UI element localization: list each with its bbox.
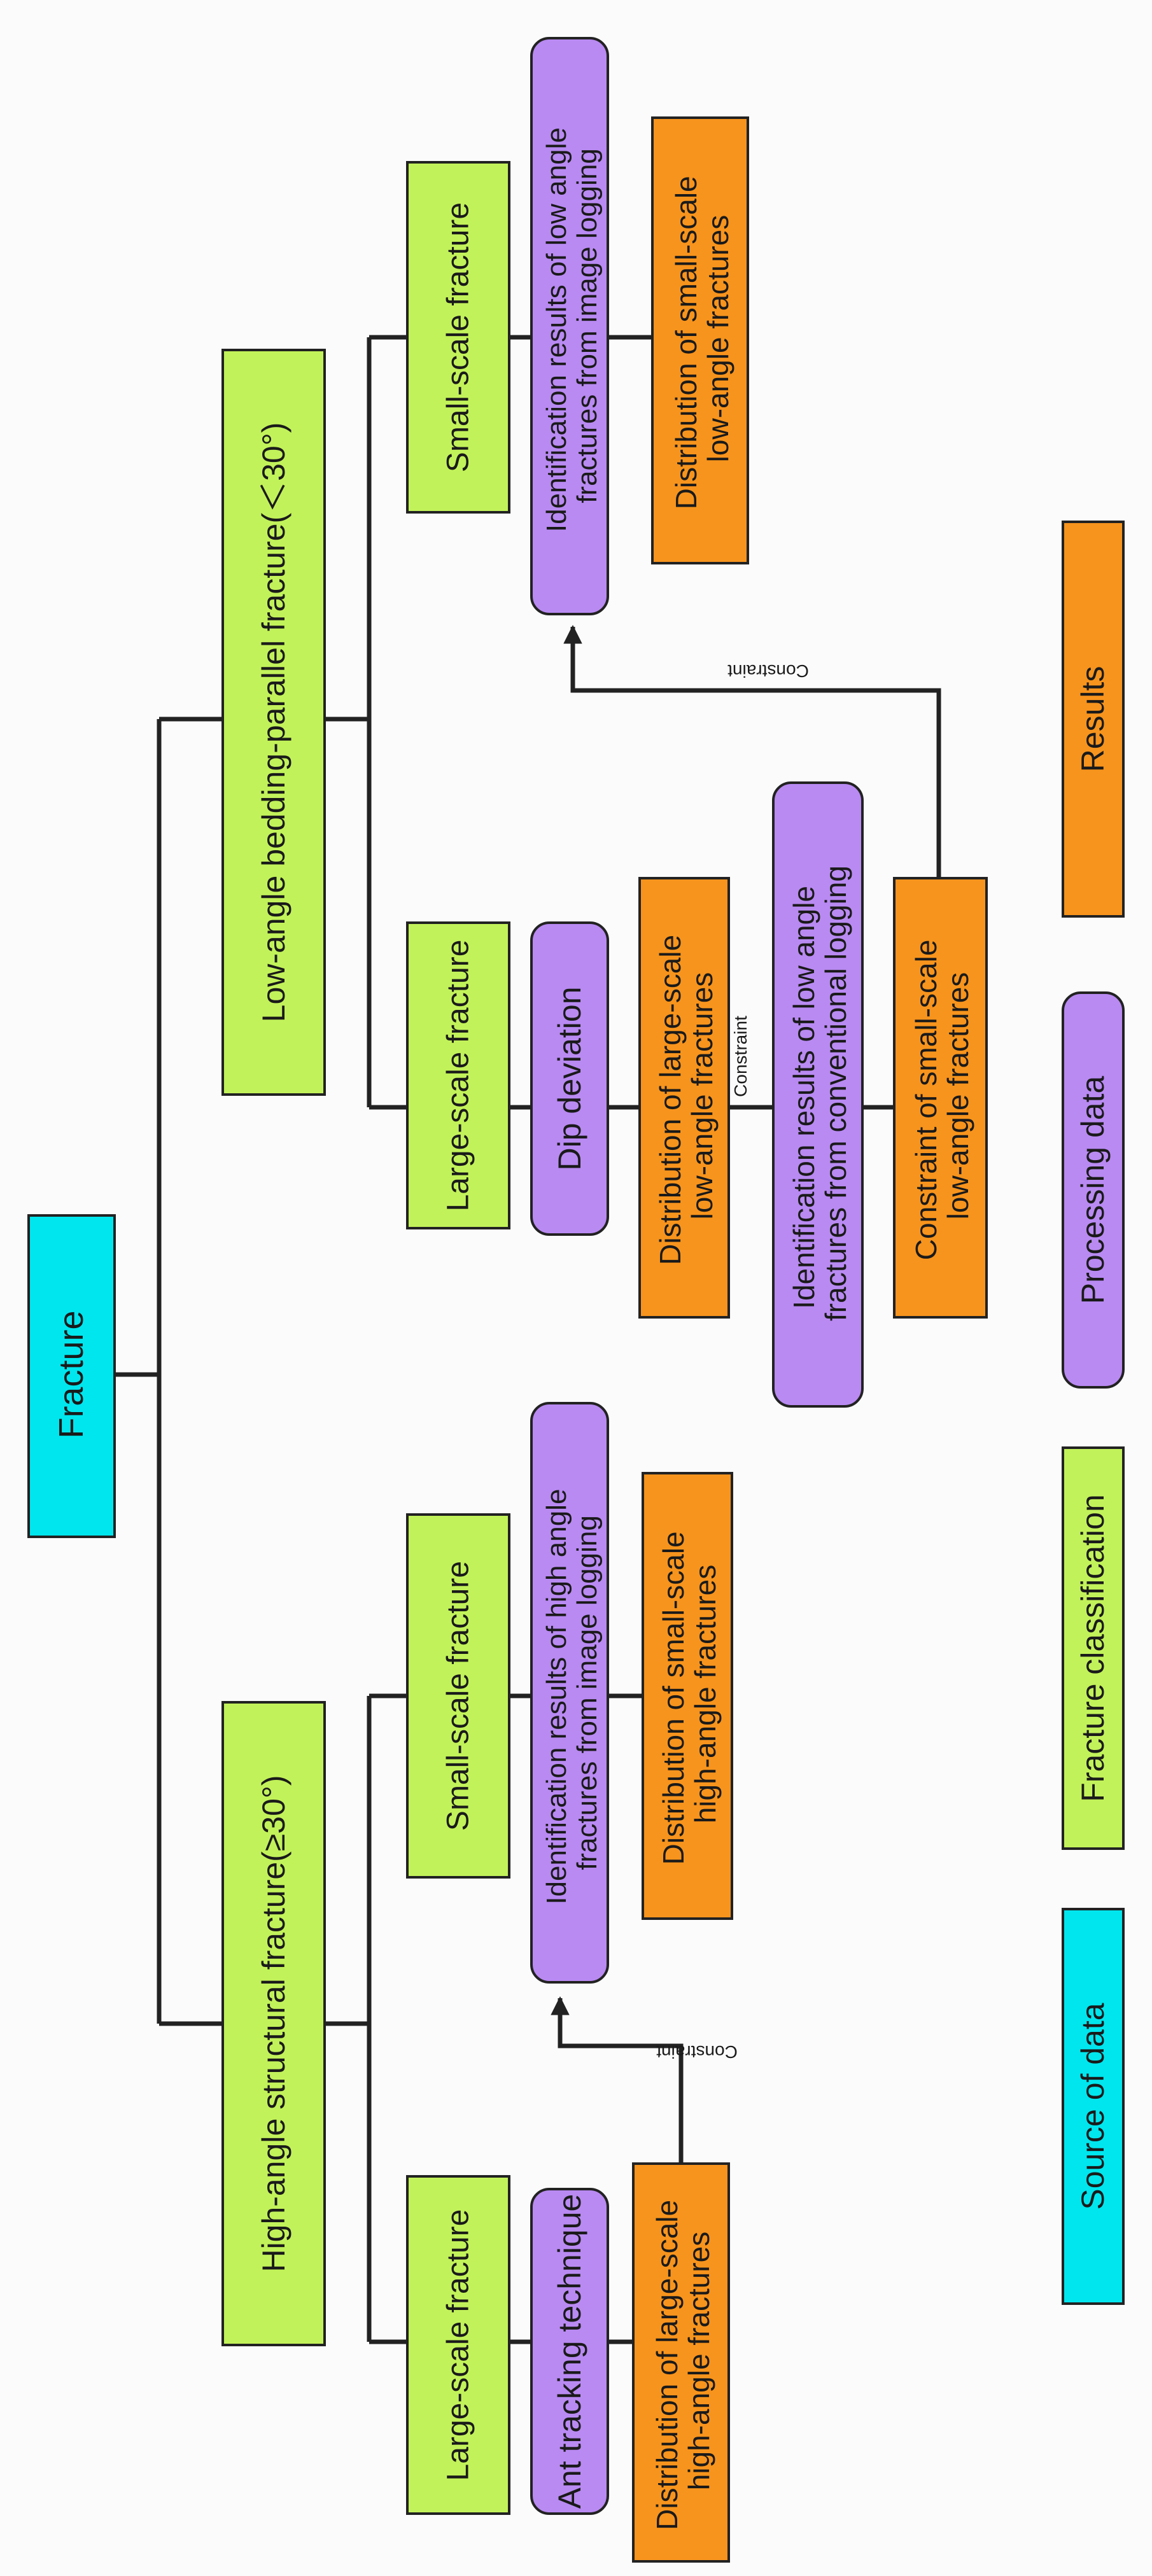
node-dip-deviation-box [530,921,609,1236]
node-low-small-label: Small-scale fracture [442,202,475,472]
low-constraint-label: Constraint [727,661,809,681]
node-high-ident-image-box [530,1402,609,1984]
node-high-dist-large-line1: Distribution of large-scale [650,2200,684,2530]
legend-classification-swatch [1062,1446,1125,1850]
node-high-dist-small-box [642,1472,733,1920]
node-low-ident-image-text: Identification results of low angle frac… [541,120,603,532]
low-mid-constraint-label: Constraint [731,1016,750,1097]
node-low-constraint-small: Constraint of small-scale low-angle frac… [893,877,988,1319]
node-root-label: Fracture [52,1310,90,1438]
node-low-constraint-small-box [893,877,988,1319]
low-constraint-arrow [563,625,941,878]
node-high-dist-large-text: Distribution of large-scale high-angle f… [650,2192,715,2530]
node-root-box [27,1214,116,1538]
node-low-large: Large-scale fracture [406,921,510,1229]
node-high-large-box [406,2175,510,2515]
legend-processing-label: Processing data [1075,1076,1111,1305]
node-high-dist-large: Distribution of large-scale high-angle f… [632,2162,730,2563]
node-low-ident-image-line1: Identification results of low angle [541,127,572,532]
node-low-ident-conv-text: Identification results of low angle frac… [787,865,852,1321]
node-high-angle-label: High-angle structural fracture(≥30°) [256,1775,292,2272]
high-constraint-label: Constraint [656,2042,738,2062]
node-low-dist-small-line1: Distribution of small-scale [670,176,703,509]
node-dip-deviation-label: Dip deviation [552,986,587,1170]
node-high-ident-image: Identification results of high angle fra… [530,1402,609,1984]
constraint-arrows: Constraint Constraint Constraint [551,625,941,2164]
node-low-dist-small-text: Distribution of small-scale low-angle fr… [670,168,734,510]
legend-source-swatch [1062,1908,1125,2305]
node-high-ident-image-line1: Identification results of high angle [541,1489,572,1905]
node-ant-tracking-box [530,2188,609,2515]
tree-connectors [115,335,894,2344]
legend-source-label: Source of data [1075,2003,1111,2209]
node-high-angle-box [221,1701,326,2346]
node-low-dist-large-line1: Distribution of large-scale [654,935,687,1265]
node-low-dist-large-text: Distribution of large-scale low-angle fr… [654,927,719,1265]
node-low-constraint-small-line2: low-angle fractures [941,972,974,1220]
node-ant-tracking-label: Ant tracking technique [552,2194,587,2509]
node-high-dist-small: Distribution of small-scale high-angle f… [642,1472,733,1920]
node-low-ident-conv-line1: Identification results of low angle [787,886,820,1309]
legend-processing-swatch [1062,991,1125,1389]
legend-processing: Processing data [1062,991,1125,1389]
node-low-large-box [406,921,510,1229]
node-high-dist-small-line2: high-angle fractures [689,1565,722,1824]
node-low-constraint-small-line1: Constraint of small-scale [910,940,943,1261]
node-low-dist-small: Distribution of small-scale low-angle fr… [651,116,749,564]
node-low-angle-box [221,349,326,1096]
node-high-dist-small-text: Distribution of small-scale high-angle f… [657,1523,722,1865]
node-root: Fracture [27,1214,116,1538]
node-high-small: Small-scale fracture [406,1513,510,1879]
node-high-small-box [406,1513,510,1879]
node-high-ident-image-line2: fractures from image logging [572,1515,603,1870]
node-low-dist-small-box [651,116,749,564]
node-low-large-label: Large-scale fracture [442,940,475,1212]
legend-results-label: Results [1075,666,1111,773]
node-low-ident-image-box [530,37,609,615]
node-dip-deviation: Dip deviation [530,921,609,1236]
node-low-dist-large-box [638,877,730,1319]
node-high-small-label: Small-scale fracture [442,1561,475,1831]
legend: Results Processing data Fracture classif… [1062,521,1125,2305]
node-high-large-label: Large-scale fracture [442,2209,475,2481]
node-low-ident-conv-line2: fractures from conventional logging [819,865,852,1321]
node-low-small-box [406,161,510,514]
node-low-dist-small-line2: low-angle fractures [701,215,734,463]
legend-results: Results [1062,521,1125,918]
node-low-constraint-small-text: Constraint of small-scale low-angle frac… [910,932,974,1260]
node-low-ident-image-line2: fractures from image logging [572,148,603,503]
node-low-angle: Low-angle bedding-parallel fracture(＜30°… [221,349,326,1096]
node-low-ident-conv: Identification results of low angle frac… [772,781,864,1408]
node-low-dist-large: Distribution of large-scale low-angle fr… [638,877,730,1319]
node-high-dist-small-line1: Distribution of small-scale [657,1531,690,1865]
node-high-ident-image-text: Identification results of high angle fra… [541,1481,603,1904]
node-low-dist-large-line2: low-angle fractures [685,972,719,1220]
legend-classification: Fracture classification [1062,1446,1125,1850]
node-low-angle-label: Low-angle bedding-parallel fracture(＜30°… [256,423,292,1023]
node-ant-tracking: Ant tracking technique [530,2188,609,2515]
node-high-dist-large-box [632,2162,730,2563]
node-low-ident-conv-box [772,781,864,1408]
legend-classification-label: Fracture classification [1075,1494,1111,1802]
legend-results-swatch [1062,521,1125,918]
node-high-dist-large-line2: high-angle fractures [682,2232,715,2491]
node-high-angle: High-angle structural fracture(≥30°) [221,1701,326,2346]
node-high-large: Large-scale fracture [406,2175,510,2515]
node-low-small: Small-scale fracture [406,161,510,514]
node-low-ident-image: Identification results of low angle frac… [530,37,609,615]
high-constraint-arrow [551,1996,684,2164]
legend-source: Source of data [1062,1908,1125,2305]
